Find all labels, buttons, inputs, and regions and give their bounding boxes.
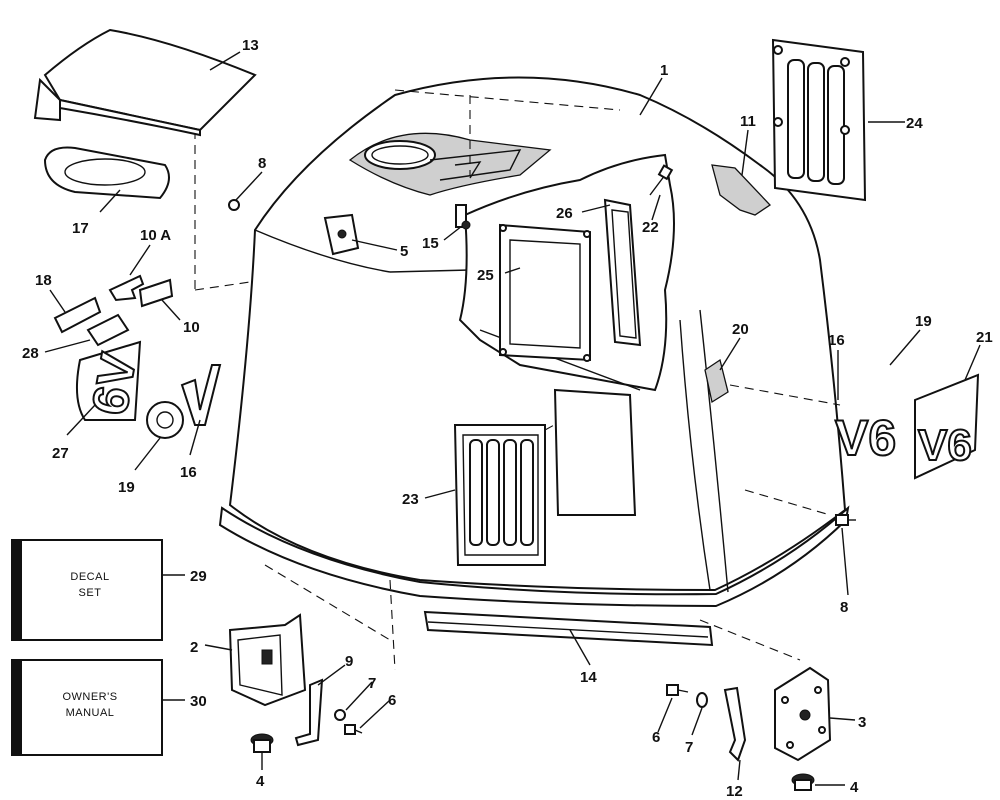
callout-16-left: 16 xyxy=(180,464,197,481)
callout-20: 20 xyxy=(732,321,749,338)
callout-11: 11 xyxy=(740,113,756,130)
callout-19-right: 19 xyxy=(915,313,932,330)
callout-23: 23 xyxy=(402,491,419,508)
grommet-4-left xyxy=(250,733,274,753)
clip-28 xyxy=(86,313,130,347)
intake-ring xyxy=(43,146,170,200)
callout-4-left: 4 xyxy=(256,773,265,790)
callout-6-left: 6 xyxy=(388,692,396,709)
decal-set-box: DECAL SET xyxy=(11,539,163,641)
callout-29: 29 xyxy=(190,568,207,585)
callout-7-left: 7 xyxy=(368,675,376,692)
callout-12: 12 xyxy=(726,783,743,800)
callout-19-left: 19 xyxy=(118,479,135,496)
emblem-six xyxy=(146,401,184,439)
callout-3: 3 xyxy=(858,714,866,731)
callout-25: 25 xyxy=(477,267,494,284)
manual-box-line2: MANUAL xyxy=(66,707,115,719)
decal-box-line1: DECAL xyxy=(70,571,109,583)
callout-15: 15 xyxy=(422,235,439,252)
mounting-plate xyxy=(499,223,591,362)
leader-lines xyxy=(44,51,981,786)
bolt-6-left xyxy=(344,724,363,735)
clip-10 xyxy=(138,278,174,308)
emblem-v6-large-text: V6 xyxy=(918,421,972,470)
callout-10a: 10 A xyxy=(140,227,171,244)
callout-18: 18 xyxy=(35,272,52,289)
callout-13: 13 xyxy=(242,37,259,54)
emblem-v6-small-text: V6 xyxy=(835,410,896,466)
clip-9 xyxy=(294,678,324,747)
callout-labels: 1 13 8 5 15 17 10 A 18 10 28 27 19 16 11… xyxy=(22,37,993,800)
bolt-6-right xyxy=(666,684,689,696)
seal-strip xyxy=(711,164,772,216)
callout-22: 22 xyxy=(642,219,659,236)
clip-10a xyxy=(108,274,145,302)
callout-1: 1 xyxy=(660,62,668,79)
callout-14: 14 xyxy=(580,669,597,686)
front-grille xyxy=(453,424,546,566)
emblem-6v-text: 6V xyxy=(81,348,147,419)
rear-grille xyxy=(771,38,867,202)
callout-2: 2 xyxy=(190,639,198,656)
cover-opening xyxy=(553,388,637,516)
clip-18 xyxy=(53,296,102,334)
side-bracket xyxy=(603,198,642,347)
latch-bracket-right xyxy=(774,666,832,762)
screw-8-right xyxy=(835,514,856,526)
callout-24: 24 xyxy=(906,115,923,132)
grommet-4-right xyxy=(791,773,815,791)
callout-8-top: 8 xyxy=(258,155,266,172)
clip-12 xyxy=(723,686,747,762)
callout-8-right: 8 xyxy=(840,599,848,616)
owners-manual-box: OWNER'S MANUAL xyxy=(11,659,163,756)
washer-7-right xyxy=(696,692,708,708)
washer-7-left xyxy=(334,709,346,721)
assembly-guides xyxy=(194,89,841,671)
callout-10: 10 xyxy=(183,319,200,336)
callout-27: 27 xyxy=(52,445,69,462)
screw xyxy=(649,164,674,196)
callout-5: 5 xyxy=(400,243,408,260)
callout-28: 28 xyxy=(22,345,39,362)
callout-16-right: 16 xyxy=(828,332,845,349)
grommet-20 xyxy=(704,358,729,404)
callout-9: 9 xyxy=(345,653,353,670)
emblem-6v: 6V xyxy=(75,340,148,421)
callout-4-right: 4 xyxy=(850,779,859,796)
latch-bracket-left xyxy=(228,613,307,707)
lower-seal xyxy=(423,610,714,647)
decal-box-line2: SET xyxy=(79,587,102,599)
callout-6-right: 6 xyxy=(652,729,660,746)
callout-26: 26 xyxy=(556,205,573,222)
screw-8-left xyxy=(228,199,240,211)
emblem-v6-large: V6 xyxy=(914,373,980,480)
callout-30: 30 xyxy=(190,693,207,710)
emblem-v6-small: V6 xyxy=(834,409,897,467)
callout-17: 17 xyxy=(72,220,89,237)
callout-7-right: 7 xyxy=(685,739,693,756)
hood xyxy=(33,28,257,137)
emblem-v xyxy=(180,364,222,426)
callout-21: 21 xyxy=(976,329,993,346)
manual-box-line1: OWNER'S xyxy=(62,691,117,703)
